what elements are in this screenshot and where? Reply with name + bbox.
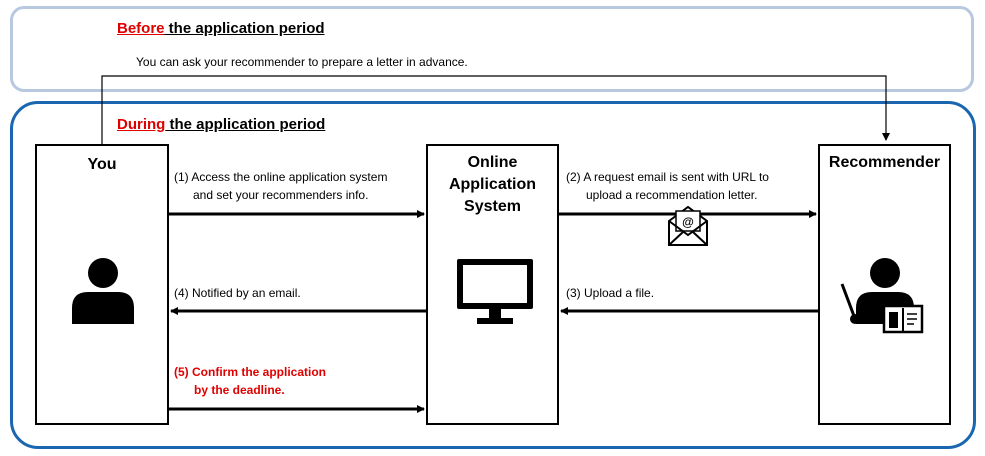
step1-text: (1) Access the online application system… — [174, 170, 388, 202]
advance-request-connector — [101, 75, 890, 144]
you-label: You — [87, 156, 117, 173]
system-label: Online Application System — [448, 154, 537, 215]
before-period-frame — [10, 6, 974, 92]
monitor-icon — [457, 259, 533, 324]
step5-text: (5) Confirm the application by the deadl… — [174, 365, 327, 397]
step4-text: (4) Notified by an email. — [174, 286, 301, 300]
person-icon — [72, 258, 134, 324]
before-note: You can ask your recommender to prepare … — [136, 55, 468, 69]
recommender-label: Recommender — [828, 154, 941, 171]
before-heading: Before the application period — [117, 20, 325, 37]
email-icon: @ — [668, 205, 708, 246]
step2-text: (2) A request email is sent with URL to … — [566, 170, 769, 202]
step3-text: (3) Upload a file. — [566, 286, 655, 300]
svg-text:@: @ — [682, 215, 694, 229]
system-box: Online Application System — [426, 144, 559, 425]
teacher-icon — [840, 258, 924, 334]
during-period-frame — [10, 101, 976, 449]
recommender-box: Recommender — [818, 144, 951, 425]
during-heading: During the application period — [117, 116, 326, 133]
